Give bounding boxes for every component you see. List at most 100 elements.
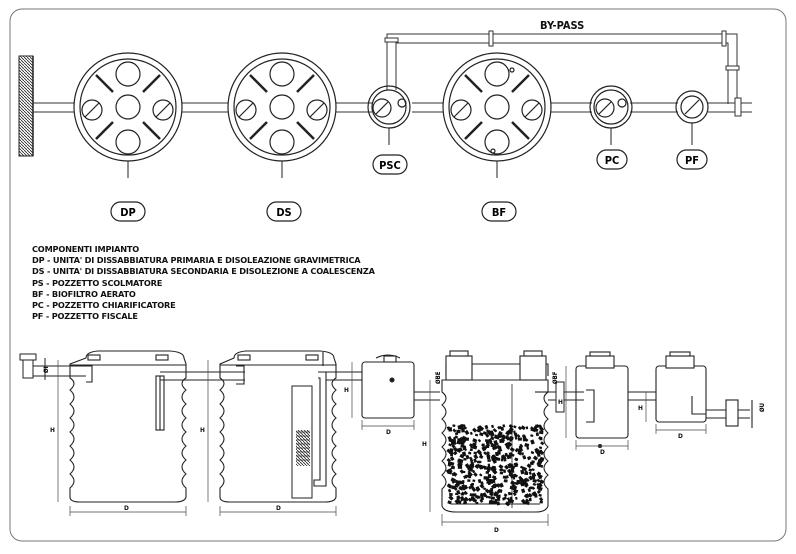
filter-media-granule [509, 492, 513, 496]
plan-label-pf: PF [676, 149, 708, 170]
filter-media-granule [535, 432, 540, 437]
svg-text:H: H [422, 440, 427, 448]
filter-media-granule [503, 469, 507, 474]
filter-media-granule [484, 424, 489, 430]
tank-ds-plan [227, 52, 337, 178]
filter-media-granule [484, 494, 489, 499]
filter-media-granule [538, 446, 543, 450]
filter-media-granule [498, 430, 503, 436]
filter-media-granule [457, 499, 462, 504]
filter-media-granule [456, 489, 461, 495]
filter-media-granule [510, 480, 516, 486]
filter-media-granule [470, 461, 474, 465]
filter-media-granule [480, 481, 484, 486]
filter-media-granule [467, 451, 472, 455]
filter-media-granule [467, 470, 472, 475]
filter-media-granule [494, 498, 499, 502]
filter-media-granule [508, 424, 514, 429]
filter-media-granule [453, 446, 458, 453]
filter-media-granule [528, 497, 532, 502]
filter-media-granule [454, 451, 458, 455]
filter-media-granule [497, 425, 501, 430]
filter-media-granule [528, 475, 534, 481]
svg-text:PSC: PSC [379, 159, 401, 172]
filter-media-granule [539, 456, 545, 462]
filter-media-granule [539, 449, 543, 452]
filter-media-granule [504, 464, 510, 470]
filter-media-granule [457, 458, 462, 463]
filter-media-granule [527, 492, 533, 498]
filter-media-granule [447, 463, 452, 467]
filter-media-granule [503, 495, 508, 500]
bf-outlet-diameter-label: ØBF [552, 371, 559, 384]
filter-media-granule [484, 488, 490, 494]
filter-media-granule [519, 465, 524, 469]
filter-media-granule [463, 457, 467, 461]
filter-media-granule [533, 427, 539, 433]
filter-media-granule [488, 500, 494, 504]
filter-media-granule [476, 464, 479, 468]
filter-media-granule [507, 429, 511, 434]
filter-media-granule [496, 489, 501, 494]
filter-media-granule [521, 481, 526, 487]
filter-media-granule [517, 449, 522, 454]
filter-media-granule [523, 494, 528, 499]
filter-media-granule [479, 432, 484, 437]
filter-media-granule [451, 443, 456, 449]
filter-media-granule [469, 463, 475, 468]
filter-media-granule [447, 500, 452, 505]
filter-media-granule [491, 424, 495, 429]
filter-media-granule [520, 425, 526, 431]
filter-media-granule [462, 424, 466, 428]
filter-media-granule [513, 462, 519, 468]
filter-media-granule [451, 472, 455, 477]
inlet-grating [18, 55, 34, 157]
filter-media-granule [506, 501, 511, 506]
filter-media-granule [514, 457, 519, 462]
filter-media-granule [482, 487, 487, 491]
filter-media-granule [478, 464, 484, 470]
filter-media-granule [499, 482, 504, 488]
filter-media-granule [511, 453, 515, 457]
dimension-lines [57, 360, 707, 526]
filter-media-granule [538, 474, 543, 479]
filter-media-granule [502, 424, 506, 428]
filter-media-granule [471, 482, 474, 486]
filter-media-granule [505, 435, 509, 438]
filter-media-granule [463, 490, 468, 496]
svg-text:H: H [344, 386, 349, 394]
filter-media-granule [479, 498, 484, 503]
pipe-dp-ds [160, 371, 245, 381]
filter-media-granule [534, 493, 538, 498]
filter-media-granule [532, 482, 537, 487]
legend-item: DP - UNITA' DI DISSABBIATURA PRIMARIA E … [32, 255, 361, 266]
filter-media-granule [518, 446, 522, 450]
svg-text:BF: BF [492, 206, 506, 219]
legend-item: BF - BIOFILTRO AERATO [32, 288, 136, 299]
filter-media-granule [475, 501, 479, 505]
filter-media-granule [473, 458, 478, 463]
filter-media-granule [491, 446, 496, 451]
filter-media-granule [490, 480, 493, 484]
filter-media-granule [514, 436, 518, 440]
legend-item: DS - UNITA' DI DISSABBIATURA SECONDARIA … [32, 266, 375, 277]
filter-media-granule [487, 463, 491, 467]
filter-media-granule [514, 449, 519, 453]
filter-media-granule [472, 493, 477, 497]
filter-media-granule [450, 477, 456, 483]
plan-label-ds: DS [266, 201, 302, 222]
bf-filter-media [445, 424, 545, 507]
filter-media-granule [447, 470, 453, 475]
legend-title: COMPONENTI IMPIANTO [32, 244, 140, 254]
filter-media-granule [485, 439, 489, 443]
filter-media-granule [475, 485, 481, 492]
filter-media-granule [478, 425, 485, 432]
filter-media-granule [448, 443, 452, 447]
filter-media-granule [457, 495, 461, 499]
filter-media-granule [454, 479, 460, 485]
filter-media-granule [493, 492, 498, 497]
filter-media-granule [504, 452, 508, 457]
filter-media-granule [528, 456, 532, 460]
